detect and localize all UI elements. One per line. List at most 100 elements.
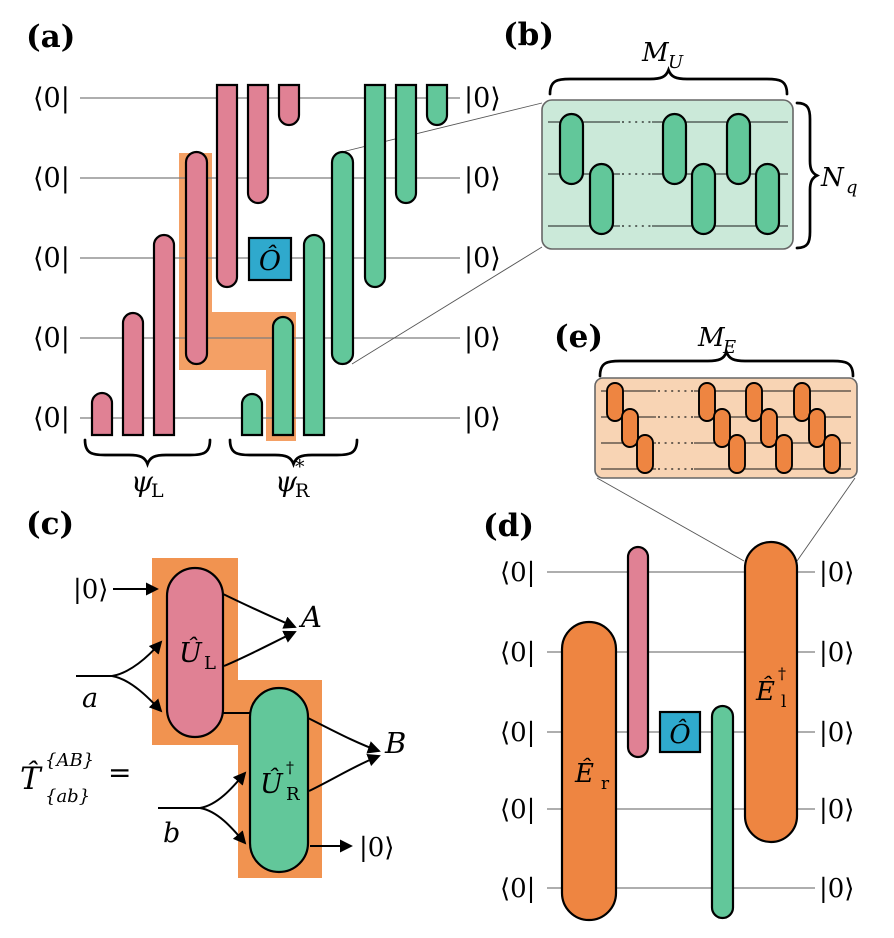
brace-psiR [228,438,359,469]
El-sub: l [781,692,786,712]
b-gate-r1c1 [558,112,585,186]
gate-psiL-6 [246,83,270,205]
gate-UR-dagger [248,686,310,874]
ket-label: |0⟩ [819,558,854,588]
gate-psiR-7 [425,83,449,127]
bra-label: ⟨0| [33,163,70,194]
observable-box-d [658,710,702,754]
arrow-B-lower [308,753,381,792]
MU-sub: U [668,52,684,73]
gate-psiR-1 [240,392,264,437]
psiL-sub: L [151,480,164,502]
ket-label: |0⟩ [464,323,501,354]
gate-psiL-7 [277,83,301,127]
UR-sub: R [286,784,300,805]
Nq-sub: q [846,177,858,198]
ket-label: |0⟩ [819,795,854,825]
panel-c-label: (c) [26,506,74,542]
gate-psiL-1 [90,391,114,437]
panel-c: (c) Û L Û R † |0⟩ a b A B |0⟩ T̂ {AB} [20,506,406,878]
arrow-A-lower [223,630,297,667]
Er-base: Ê [574,757,594,789]
e-gate-s3r3 [775,434,793,474]
UL-sub: L [204,653,216,674]
ket-label: |0⟩ [464,403,501,434]
UL-base: Û [179,635,203,669]
gate-psiR-6 [394,83,418,205]
ket-label: |0⟩ [464,163,501,194]
gate-UL [165,566,225,739]
c-leg-a: a [82,683,98,714]
bra-label: ⟨0| [500,558,535,588]
panel-e-label: (e) [554,319,603,355]
panel-a: (a) ⟨0| ⟨0| ⟨0| ⟨0| ⟨0| |0⟩ |0⟩ |0⟩ |0⟩ … [26,19,543,502]
arrow-a-up [111,640,163,677]
ket-label: |0⟩ [819,874,854,904]
panel-d: (d) ⟨0| ⟨0| ⟨0| ⟨0| ⟨0| |0⟩ |0⟩ |0⟩ |0⟩ … [483,508,854,922]
gate-pink-d [626,545,650,759]
gate-psiL-2 [121,311,145,437]
tensor-highlight-region [179,153,296,441]
observable-box [247,236,293,282]
zoom-line-bottom [351,246,543,365]
observable-symbol-d: Ô [669,718,690,750]
brace-MU [548,65,789,96]
e-gate-s3r2 [760,408,778,448]
gate-Er [560,620,618,922]
gate-psiR-4-zoomed [330,150,355,366]
gate-El-dagger [743,540,799,844]
gate-psiL-4-highlighted [184,150,209,366]
brace-ME [598,347,855,378]
T-tensor-base: T̂ [20,759,43,797]
bra-label: ⟨0| [33,243,70,274]
gate-psiL-3 [152,233,176,437]
psiR-sup: * [295,456,305,478]
e-gate-s4r3 [823,434,841,474]
b-gate-r2c1 [588,162,615,236]
b-gate-r1c2 [661,112,688,186]
psiR-sub: R [295,480,310,502]
b-gate-r2c2 [690,162,717,236]
UR-sup: † [286,758,294,777]
gate-psiR-5 [363,83,387,289]
panel-b: (b) M U N q [503,17,858,250]
observable-symbol: Ô [259,243,281,277]
e-gate-s2r1 [698,382,716,422]
Nq-base: N [820,163,845,193]
e-gate-s1r2 [621,408,639,448]
zoom-line-right [796,477,856,562]
ket-label: |0⟩ [819,638,854,668]
bra-label: ⟨0| [500,795,535,825]
panel-d-label: (d) [483,508,534,544]
c-leg-A: A [298,600,322,634]
b-gate-r2c3 [754,162,781,236]
c-in-zero: |0⟩ [73,575,108,605]
arrow-b-up [199,771,247,809]
e-gate-s3r1 [745,382,763,422]
e-gate-s2r3 [728,434,746,474]
e-gate-s1r3 [636,434,654,474]
e-gate-s2r2 [713,408,731,448]
brace-Nq [795,101,821,250]
e-gate-s4r2 [808,408,826,448]
gate-psiR-2-highlighted [271,315,295,437]
psiR-base: ψ [275,465,298,498]
b-gate-r1c3 [725,112,752,186]
arrow-b-down [199,807,247,845]
bra-label: ⟨0| [500,718,535,748]
arrow-A-upper [222,593,297,629]
brace-psiL [83,438,212,469]
El-sup: † [778,664,786,683]
bra-label: ⟨0| [500,638,535,668]
c-leg-b: b [163,818,180,849]
panel-e: (e) M E [554,319,858,562]
c-leg-B: B [384,726,406,760]
gate-psiR-3 [302,233,326,437]
e-gate-s4r1 [793,382,811,422]
bra-label: ⟨0| [33,403,70,434]
bra-label: ⟨0| [33,323,70,354]
equals-sign: = [108,756,131,789]
zoom-line-left [596,477,745,562]
El-base: Ê [755,675,775,707]
